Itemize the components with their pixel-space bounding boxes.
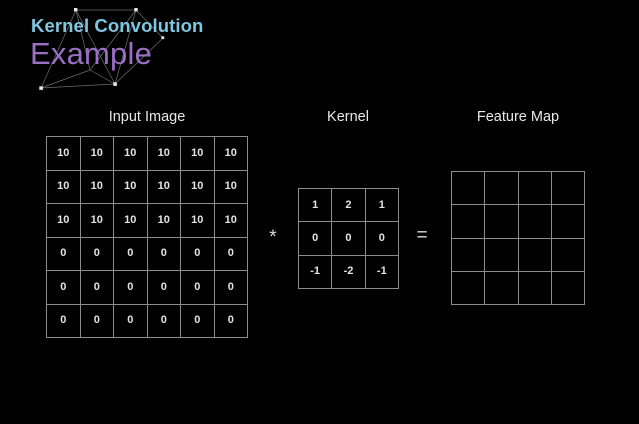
matrix-cell: 10 [147, 170, 181, 204]
equals-operator: = [416, 225, 428, 246]
matrix-cell: 10 [147, 204, 181, 238]
matrix-cell [452, 238, 486, 272]
matrix-cell: 0 [80, 271, 114, 305]
matrix-cell [518, 205, 552, 239]
matrix-cell: 0 [47, 304, 81, 338]
matrix-cell: 0 [214, 271, 248, 305]
matrix-cell: 10 [181, 204, 215, 238]
matrix-cell [551, 172, 585, 206]
heading-feature-map: Feature Map [476, 109, 560, 125]
matrix-cell [485, 172, 519, 206]
matrix-cell [551, 271, 585, 305]
matrix-cell [518, 172, 552, 206]
matrix-cell: 0 [181, 304, 215, 338]
matrix-cell: 0 [332, 222, 366, 256]
matrix-cell [518, 238, 552, 272]
matrix-cell: 0 [147, 271, 181, 305]
matrix-cell: 10 [214, 170, 248, 204]
matrix-cell [485, 238, 519, 272]
page-title: Kernel Convolution [31, 15, 204, 36]
page-subtitle: Example [30, 36, 153, 71]
matrix-cell: 0 [214, 237, 248, 271]
matrix-cell: 0 [214, 304, 248, 338]
convolution-operator: * [269, 227, 277, 248]
matrix-cell: 0 [114, 237, 148, 271]
matrix-cell [518, 271, 552, 305]
matrix-cell: 1 [299, 189, 333, 223]
matrix-cell: 0 [365, 222, 399, 256]
matrix-cell [452, 205, 486, 239]
matrix-cell: 0 [181, 237, 215, 271]
matrix-cell: 10 [181, 137, 215, 171]
matrix-cell: 0 [47, 271, 81, 305]
heading-input-image: Input Image [108, 109, 186, 125]
matrix-cell [551, 205, 585, 239]
matrix-cell: 10 [147, 137, 181, 171]
matrix-cell: 0 [147, 237, 181, 271]
matrix-cell: 10 [181, 170, 215, 204]
matrix-cell [551, 238, 585, 272]
matrix-cell: 10 [80, 137, 114, 171]
title-block: Kernel Convolution Example [0, 0, 260, 105]
matrix-cell: 0 [114, 304, 148, 338]
matrix-cell: 10 [114, 137, 148, 171]
matrix-cell [452, 172, 486, 206]
matrix-cell: -1 [299, 255, 333, 289]
matrix-cell: 0 [147, 304, 181, 338]
matrix-cell [485, 205, 519, 239]
matrix-cell: 10 [114, 204, 148, 238]
matrix-cell: 1 [365, 189, 399, 223]
matrix-cell: 0 [181, 271, 215, 305]
matrix-cell: 0 [80, 237, 114, 271]
matrix-cell [452, 271, 486, 305]
matrix-cell: 10 [47, 137, 81, 171]
matrix-cell: 10 [80, 170, 114, 204]
feature-map-matrix [451, 171, 585, 305]
matrix-cell: 2 [332, 189, 366, 223]
matrix-cell: 0 [299, 222, 333, 256]
matrix-cell: 10 [214, 137, 248, 171]
heading-kernel: Kernel [327, 109, 369, 125]
matrix-cell [485, 271, 519, 305]
matrix-cell: 0 [80, 304, 114, 338]
matrix-cell: -2 [332, 255, 366, 289]
matrix-cell: 0 [47, 237, 81, 271]
matrix-cell: 0 [114, 271, 148, 305]
matrix-cell: 10 [214, 204, 248, 238]
matrix-cell: -1 [365, 255, 399, 289]
matrix-cell: 10 [80, 204, 114, 238]
matrix-cell: 10 [47, 204, 81, 238]
matrix-cell: 10 [114, 170, 148, 204]
matrix-cell: 10 [47, 170, 81, 204]
